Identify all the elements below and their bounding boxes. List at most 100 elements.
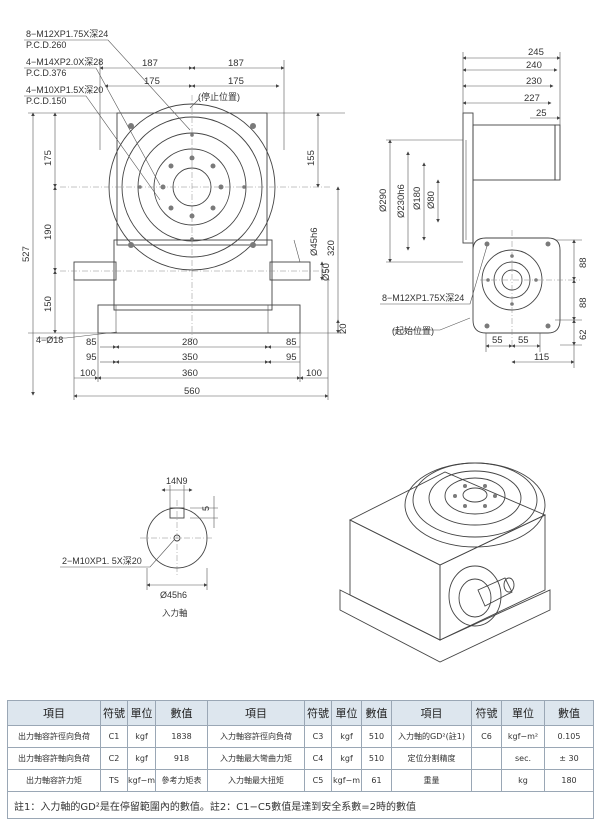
table-footnote: 註1：入力軸的GD²是在停留範圍內的數值。註2：C1−C5數值是達到安全系數=2… bbox=[7, 791, 594, 819]
dim-side-115: 115 bbox=[534, 352, 549, 363]
table-row: 出力軸容許徑向負荷 C1 kgf 1838 入力軸容許徑向負荷 C3 kgf 5… bbox=[7, 725, 594, 748]
dim-side-245: 245 bbox=[528, 47, 544, 58]
table-header-row: 項目 符號 單位 數值 項目 符號 單位 數值 項目 符號 單位 數值 bbox=[7, 700, 594, 726]
dim-bottom-95-left: 95 bbox=[86, 352, 97, 363]
callout-m10-pcd: P.C.D.150 bbox=[26, 96, 66, 106]
header-value-3: 數值 bbox=[544, 700, 594, 726]
dim-side-290: Ø290 bbox=[378, 189, 389, 212]
table-cell: C6 bbox=[471, 725, 502, 748]
dim-side-230: 230 bbox=[526, 76, 542, 87]
shaft-caption: 入力軸 bbox=[162, 608, 188, 619]
side-dimension-lines bbox=[380, 52, 582, 368]
shaft-thread: 2−M10XP1. 5X深20 bbox=[62, 556, 142, 566]
table-cell: 入力軸最大彎曲力矩 bbox=[207, 747, 305, 770]
isometric-view bbox=[339, 462, 551, 663]
dim-top-187-right: 187 bbox=[228, 58, 244, 69]
dim-top-175-right: 175 bbox=[228, 76, 244, 87]
table-cell: 重量 bbox=[391, 769, 472, 792]
callout-m14-pcd: P.C.D.376 bbox=[26, 68, 66, 78]
dim-side-88-top: 88 bbox=[578, 257, 589, 268]
technical-drawing: 8−M12XP1.75X深24 P.C.D.260 4−M14XP2.0X深28… bbox=[21, 29, 589, 663]
dim-side-55-right: 55 bbox=[518, 335, 529, 346]
table-cell: kgf−m bbox=[331, 769, 362, 792]
table-cell: 出力軸容許力矩 bbox=[7, 769, 101, 792]
table-footnote-row: 註1：入力軸的GD²是在停留範圍內的數值。註2：C1−C5數值是達到安全系數=2… bbox=[7, 791, 594, 819]
spec-table: 項目 符號 單位 數值 項目 符號 單位 數值 項目 符號 單位 數值 出力軸容… bbox=[7, 700, 594, 819]
dim-left-190: 190 bbox=[43, 224, 54, 240]
front-view bbox=[60, 95, 330, 340]
table-cell: 入力軸最大扭矩 bbox=[207, 769, 305, 792]
table-cell: 定位分割精度 bbox=[391, 747, 472, 770]
dim-bottom-85-left: 85 bbox=[86, 337, 97, 348]
table-cell: 1838 bbox=[155, 725, 208, 748]
dim-bottom-95-right: 95 bbox=[286, 352, 297, 363]
table-cell: C1 bbox=[100, 725, 128, 748]
side-view bbox=[462, 112, 580, 345]
header-value-2: 數值 bbox=[361, 700, 392, 726]
dim-right-20: 20 bbox=[338, 323, 349, 334]
table-cell: kgf bbox=[331, 747, 362, 770]
header-item-1: 項目 bbox=[7, 700, 101, 726]
callout-m14-thread: 4−M14XP2.0X深28 bbox=[26, 57, 103, 67]
dim-left-150: 150 bbox=[43, 296, 54, 312]
dim-bottom-100-right: 100 bbox=[306, 368, 322, 379]
dim-side-88-bottom: 88 bbox=[578, 297, 589, 308]
dim-side-230h6: Ø230h6 bbox=[396, 184, 407, 218]
table-cell: C3 bbox=[304, 725, 332, 748]
dim-top-187-left: 187 bbox=[142, 58, 158, 69]
dim-bottom-560: 560 bbox=[184, 386, 200, 397]
table-cell: C5 bbox=[304, 769, 332, 792]
dim-side-55-left: 55 bbox=[492, 335, 503, 346]
table-cell: 510 bbox=[361, 725, 392, 748]
table-cell: C4 bbox=[304, 747, 332, 770]
header-item-2: 項目 bbox=[207, 700, 305, 726]
dim-bottom-360: 360 bbox=[182, 368, 198, 379]
dim-bottom-85-right: 85 bbox=[286, 337, 297, 348]
table-cell: kgf bbox=[127, 725, 156, 748]
table-cell: kgf bbox=[127, 747, 156, 770]
table-cell bbox=[471, 769, 502, 792]
dim-bottom-280: 280 bbox=[182, 337, 198, 348]
front-dimension-lines bbox=[24, 39, 345, 400]
callout-m12-thread: 8−M12XP1.75X深24 bbox=[26, 29, 108, 39]
dim-bottom-350: 350 bbox=[182, 352, 198, 363]
shaft-detail: 14N9 5 2−M10XP1. 5X深20 Ø45h6 入力軸 bbox=[60, 476, 218, 619]
header-unit-1: 單位 bbox=[127, 700, 156, 726]
header-item-3: 項目 bbox=[391, 700, 472, 726]
table-cell: kg bbox=[501, 769, 545, 792]
header-symbol-3: 符號 bbox=[471, 700, 502, 726]
table-cell: 510 bbox=[361, 747, 392, 770]
table-row: 出力軸容許力矩 TS kgf−m 參考力矩表 入力軸最大扭矩 C5 kgf−m … bbox=[7, 769, 594, 792]
dim-side-25: 25 bbox=[536, 108, 547, 119]
callout-side-thread: 8−M12XP1.75X深24 bbox=[382, 293, 464, 303]
dim-right-155: 155 bbox=[306, 150, 317, 166]
callout-m10-thread: 4−M10XP1.5X深20 bbox=[26, 85, 103, 95]
dim-bottom-100-left: 100 bbox=[80, 368, 96, 379]
table-cell: 180 bbox=[544, 769, 594, 792]
table-cell: 0.105 bbox=[544, 725, 594, 748]
table-cell: kgf−m² bbox=[501, 725, 545, 748]
callout-stop-position: (停止位置) bbox=[198, 91, 240, 102]
header-unit-3: 單位 bbox=[501, 700, 545, 726]
table-cell: ± 30 bbox=[544, 747, 594, 770]
table-cell: C2 bbox=[100, 747, 128, 770]
table-cell: kgf−m bbox=[127, 769, 156, 792]
table-cell: 918 bbox=[155, 747, 208, 770]
table-row: 出力軸容許軸向負荷 C2 kgf 918 入力軸最大彎曲力矩 C4 kgf 51… bbox=[7, 747, 594, 770]
callout-start-position: (起始位置) bbox=[392, 325, 434, 336]
dim-left-527: 527 bbox=[21, 246, 32, 262]
header-value-1: 數值 bbox=[155, 700, 208, 726]
front-dimension-texts: 8−M12XP1.75X深24 P.C.D.260 4−M14XP2.0X深28… bbox=[21, 29, 349, 397]
table-cell: 出力軸容許軸向負荷 bbox=[7, 747, 101, 770]
dim-side-240: 240 bbox=[526, 60, 542, 71]
table-cell: TS bbox=[100, 769, 128, 792]
header-unit-2: 單位 bbox=[331, 700, 362, 726]
shaft-key-depth: 5 bbox=[201, 506, 211, 511]
table-cell: 61 bbox=[361, 769, 392, 792]
dim-top-175-left: 175 bbox=[144, 76, 160, 87]
dim-side-180: Ø180 bbox=[412, 187, 423, 210]
dim-right-320: 320 bbox=[326, 240, 337, 256]
table-cell: 入力軸的GD²(註1) bbox=[391, 725, 472, 748]
dim-side-62: 62 bbox=[578, 329, 589, 340]
callout-m12-pcd: P.C.D.260 bbox=[26, 40, 66, 50]
